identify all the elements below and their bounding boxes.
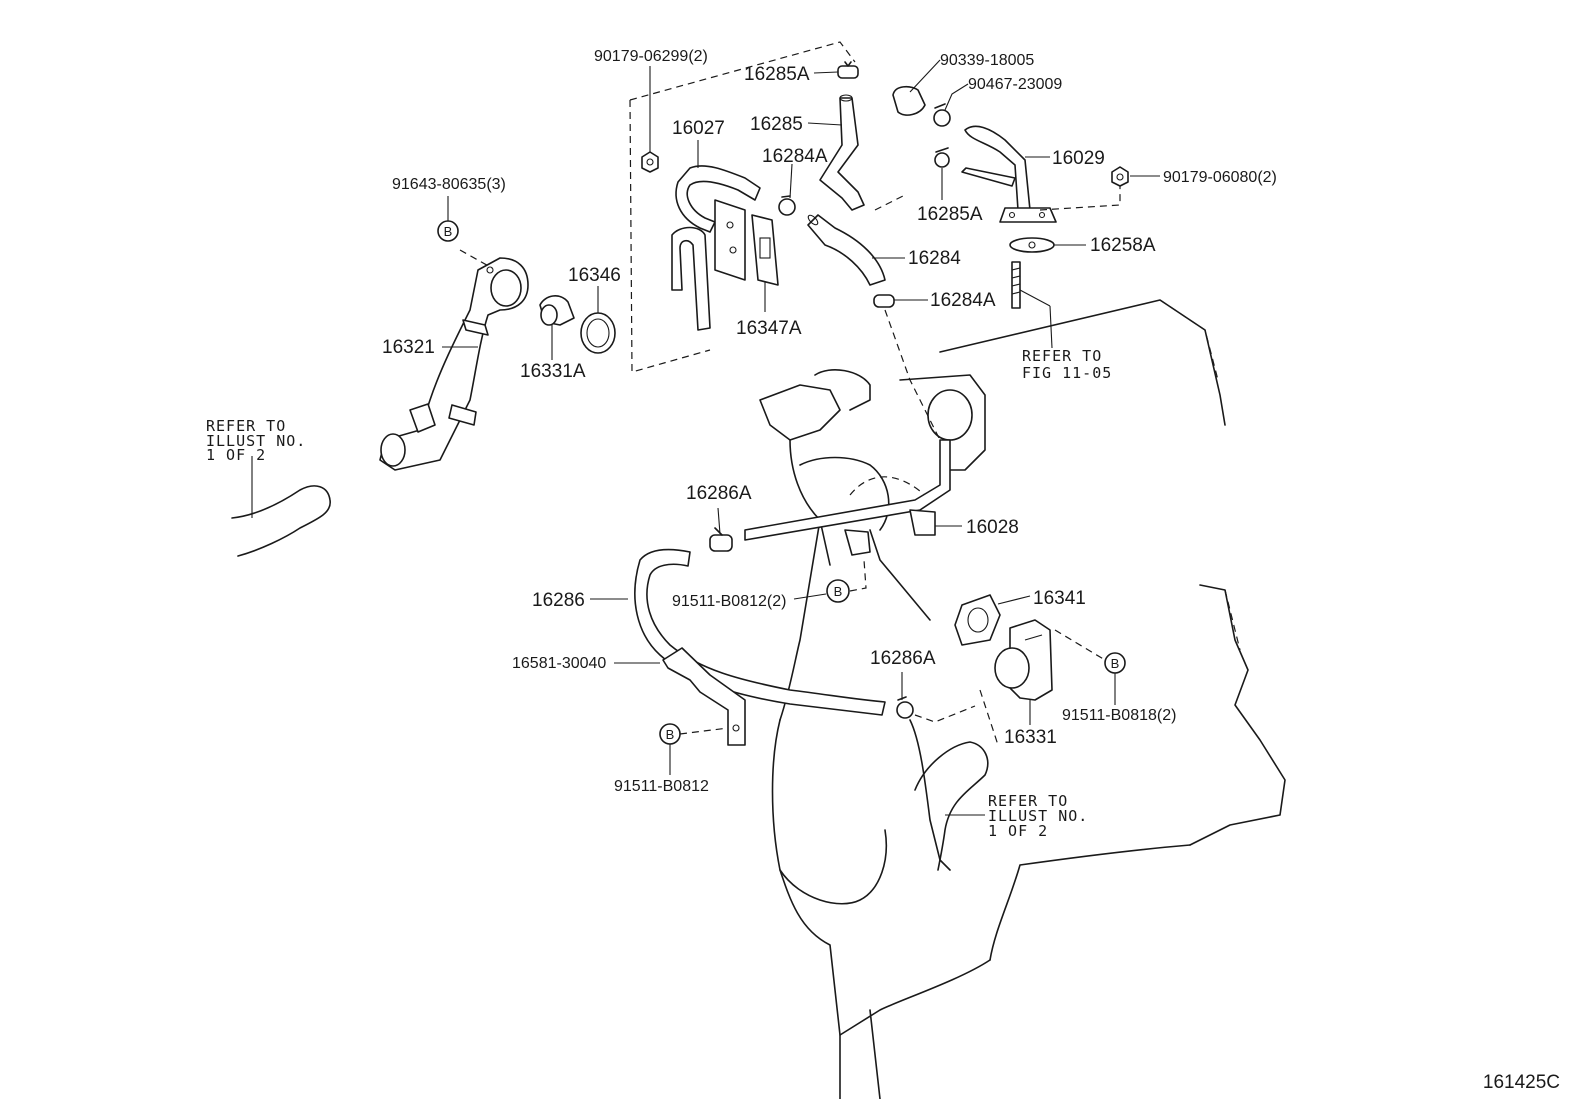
thermostat-16331a-shape	[539, 295, 575, 326]
refer-right-line-3: 1 OF 2	[988, 822, 1048, 840]
label-16285a-top: 16285A	[744, 64, 810, 85]
gasket-16258a-shape	[1009, 237, 1055, 253]
leader-b4-dashed	[679, 727, 729, 735]
refer-right-line-2: ILLUST NO.	[988, 807, 1088, 825]
label-16027: 16027	[672, 118, 725, 139]
bolt-marker-b-2: B	[826, 579, 850, 603]
label-16029: 16029	[1052, 148, 1105, 169]
refer-fig-line-2: FIG 11-05	[1022, 364, 1112, 382]
nut-90179-06080-shape	[1111, 166, 1129, 187]
stud-shape	[1011, 261, 1021, 309]
nut-90179-06299-shape	[641, 151, 659, 173]
label-16286a-top: 16286A	[686, 483, 752, 504]
clamp-16286a-top-shape	[709, 527, 733, 552]
hose-left-external-shape	[231, 485, 331, 557]
leader-16286a-dashed	[914, 705, 976, 723]
dashed-group-frame	[629, 41, 906, 373]
refer-note-right: REFER TO ILLUST NO. 1 OF 2	[988, 792, 1088, 840]
label-16284a-mid: 16284A	[930, 290, 996, 311]
hose-16286-shape	[634, 548, 886, 716]
label-90179-06299: 90179-06299(2)	[594, 48, 708, 65]
leader-16331-dashed	[979, 689, 999, 746]
label-16346: 16346	[568, 265, 621, 286]
refer-left-line-2: ILLUST NO.	[206, 432, 306, 450]
label-16581-30040: 16581-30040	[512, 655, 606, 672]
label-16284: 16284	[908, 248, 961, 269]
figure-code: 161425C	[1483, 1072, 1560, 1093]
hose-right-external-shape	[914, 741, 989, 871]
leader-b2-dashed	[849, 559, 867, 592]
cap-90339-18005-shape	[892, 85, 926, 116]
label-16331: 16331	[1004, 727, 1057, 748]
bolt-marker-b-label: B	[1111, 656, 1120, 671]
water-outlet-16321-shape	[379, 257, 529, 471]
label-16284a-top: 16284A	[762, 146, 828, 167]
label-91511-b0812-2: 91511-B0812(2)	[672, 593, 786, 610]
hose-16285-shape	[819, 94, 865, 211]
label-90467-23009: 90467-23009	[968, 76, 1062, 93]
bolt-marker-b-label: B	[444, 224, 453, 239]
label-16347a: 16347A	[736, 318, 802, 339]
gasket-16346-shape	[580, 312, 616, 354]
label-16258a: 16258A	[1090, 235, 1156, 256]
bolt-marker-b-label: B	[834, 584, 843, 599]
refer-left-line-1: REFER TO	[206, 417, 286, 435]
clamp-16284a-top-shape	[778, 195, 796, 216]
refer-right-line-1: REFER TO	[988, 792, 1068, 810]
bolt-marker-b-label: B	[666, 727, 675, 742]
water-inlet-16331-shape	[994, 619, 1053, 701]
pipe-16027-shape	[671, 165, 761, 331]
refer-note-left: REFER TO ILLUST NO. 1 OF 2	[206, 417, 306, 464]
leader-91643-80635-dashed	[459, 249, 493, 269]
label-90179-06080: 90179-06080(2)	[1163, 169, 1277, 186]
hose-16284-shape	[807, 214, 886, 286]
refer-fig-line-1: REFER TO	[1022, 347, 1102, 365]
bolt-marker-b-1: B	[437, 220, 459, 242]
clamp-90467-23009-shape	[933, 103, 951, 127]
leader-16284a-dashed	[884, 309, 951, 461]
refer-left-line-3: 1 OF 2	[206, 446, 266, 464]
clamp-16285a-top-shape	[837, 61, 859, 79]
bolt-marker-b-4: B	[659, 723, 681, 745]
label-91511-b0818: 91511-B0818(2)	[1062, 707, 1176, 724]
label-91511-b0812: 91511-B0812	[614, 778, 709, 795]
label-16285a-mid: 16285A	[917, 204, 983, 225]
bracket-16581-30040-shape	[662, 647, 746, 746]
pipe-16028-shape	[744, 439, 951, 556]
leader-lines	[251, 59, 1160, 816]
leader-90179-06080-dashed	[1039, 186, 1121, 211]
label-16321: 16321	[382, 337, 435, 358]
gasket-16347a-shape	[751, 214, 779, 286]
clamp-16286a-bot-shape	[896, 696, 914, 719]
label-16341: 16341	[1033, 588, 1086, 609]
clamp-16285a-mid-shape	[934, 147, 950, 168]
label-16286a-bot: 16286A	[870, 648, 936, 669]
label-90339-18005: 90339-18005	[940, 52, 1034, 69]
label-16331a: 16331A	[520, 361, 586, 382]
clamp-16284a-mid-shape	[873, 294, 895, 308]
label-16028: 16028	[966, 517, 1019, 538]
gasket-16341-shape	[954, 594, 1001, 646]
label-91643-80635: 91643-80635(3)	[392, 176, 506, 193]
bolt-marker-b-3: B	[1104, 652, 1126, 674]
leader-91511-b0818-dashed	[1054, 629, 1106, 661]
label-16285: 16285	[750, 114, 803, 135]
refer-note-fig: REFER TO FIG 11-05	[1022, 347, 1112, 382]
pipe-16029-shape	[961, 125, 1057, 223]
label-16286: 16286	[532, 590, 585, 611]
